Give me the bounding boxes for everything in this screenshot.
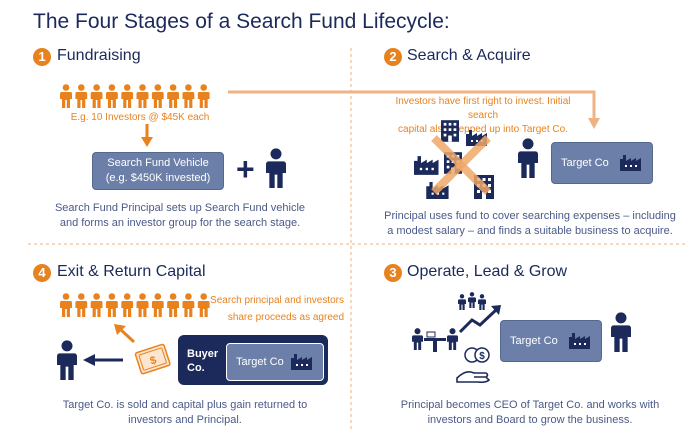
stage-4-desc-line1: Target Co. is sold and capital plus gain… bbox=[62, 399, 308, 411]
stage-3-desc-line2: investors and Board to grow the business… bbox=[427, 414, 633, 426]
factory-icon bbox=[569, 333, 590, 349]
plus-sign: + bbox=[236, 151, 255, 187]
investor-person-icon bbox=[60, 84, 210, 108]
investors-group bbox=[60, 84, 210, 108]
principal-person-icon bbox=[57, 340, 77, 380]
stage-2-number: 2 bbox=[384, 48, 402, 66]
svg-text:$: $ bbox=[479, 351, 485, 362]
stage-2-note: Investors have first right to invest. In… bbox=[383, 95, 583, 137]
principal-person-icon bbox=[518, 138, 538, 178]
page-title: The Four Stages of a Search Fund Lifecyc… bbox=[33, 10, 450, 33]
stage-1-title: Fundraising bbox=[57, 47, 141, 64]
buyer-line2: Co. bbox=[187, 362, 205, 374]
stage-1-number: 1 bbox=[33, 48, 51, 66]
stage-3-title: Operate, Lead & Grow bbox=[407, 263, 568, 280]
cash-icon: $ bbox=[464, 347, 490, 363]
investor-person-icon bbox=[60, 293, 210, 317]
svg-text:$: $ bbox=[149, 354, 159, 367]
stage-4-description: Target Co. is sold and capital plus gain… bbox=[60, 398, 310, 428]
target-co-label: Target Co bbox=[236, 356, 284, 368]
stage-1-desc-line1: Search Fund Principal sets up Search Fun… bbox=[54, 202, 306, 214]
stage-4-note: Search principal and investors share pro… bbox=[196, 292, 344, 326]
target-co-label: Target Co bbox=[510, 335, 558, 347]
stage-2-description: Principal uses fund to cover searching e… bbox=[370, 209, 690, 239]
stage-4-number: 4 bbox=[33, 264, 51, 282]
buyer-line1: Buyer bbox=[187, 348, 219, 360]
target-co-box-operate: Target Co bbox=[500, 320, 602, 362]
principal-person-icon bbox=[266, 148, 286, 188]
target-co-box: Target Co bbox=[551, 142, 653, 184]
investors-to-target-arrow bbox=[228, 90, 600, 129]
arrow-left-icon bbox=[83, 354, 123, 366]
candidate-businesses-cluster bbox=[414, 120, 494, 199]
principal-person-icon bbox=[611, 312, 631, 352]
stage-4-note-line1: Search principal and investors bbox=[210, 295, 344, 306]
stage-4-desc-line2: investors and Principal. bbox=[128, 414, 242, 426]
cross-icon bbox=[431, 135, 491, 195]
arrow-up-left-icon bbox=[114, 324, 136, 344]
money-hand-icon: $ bbox=[134, 343, 171, 375]
arrow-down-icon bbox=[141, 124, 153, 147]
search-fund-vehicle-box: Search Fund Vehicle (e.g. $450K invested… bbox=[92, 152, 224, 190]
building-icon bbox=[441, 120, 459, 142]
growth-chart-icon bbox=[458, 292, 501, 334]
stage-4-note-line2: share proceeds as agreed bbox=[227, 312, 344, 323]
stage-1-desc-line2: and forms an investor group for the sear… bbox=[59, 217, 301, 229]
factory-icon bbox=[414, 156, 439, 175]
target-co-label: Target Co bbox=[561, 157, 609, 169]
target-co-box-exit: Target Co bbox=[226, 343, 324, 381]
stage-2-desc-line1: Principal uses fund to cover searching e… bbox=[384, 210, 676, 222]
stage-4-title: Exit & Return Capital bbox=[57, 263, 206, 280]
stage-1-description: Search Fund Principal sets up Search Fun… bbox=[40, 201, 320, 231]
vertical-divider bbox=[350, 48, 352, 432]
vehicle-line1: Search Fund Vehicle bbox=[107, 157, 209, 169]
vehicle-line2: (e.g. $450K invested) bbox=[105, 172, 211, 184]
stage-2-desc-line2: a modest salary – and finds a suitable b… bbox=[387, 225, 673, 237]
stage-2-title: Search & Acquire bbox=[407, 47, 531, 64]
horizontal-divider bbox=[28, 243, 688, 245]
stage-3-number: 3 bbox=[384, 264, 402, 282]
factory-icon bbox=[620, 155, 641, 171]
stage-3-description: Principal becomes CEO of Target Co. and … bbox=[390, 398, 670, 428]
stage-2-note-line2: capital also stepped up into Target Co. bbox=[398, 124, 568, 135]
stage-2-note-line1: Investors have first right to invest. In… bbox=[395, 96, 571, 121]
money-hand-icon bbox=[456, 371, 490, 384]
factory-icon bbox=[291, 354, 312, 370]
investors-caption: E.g. 10 Investors @ $45K each bbox=[70, 112, 210, 123]
meeting-icon bbox=[412, 328, 458, 352]
stage-3-desc-line1: Principal becomes CEO of Target Co. and … bbox=[400, 399, 660, 411]
